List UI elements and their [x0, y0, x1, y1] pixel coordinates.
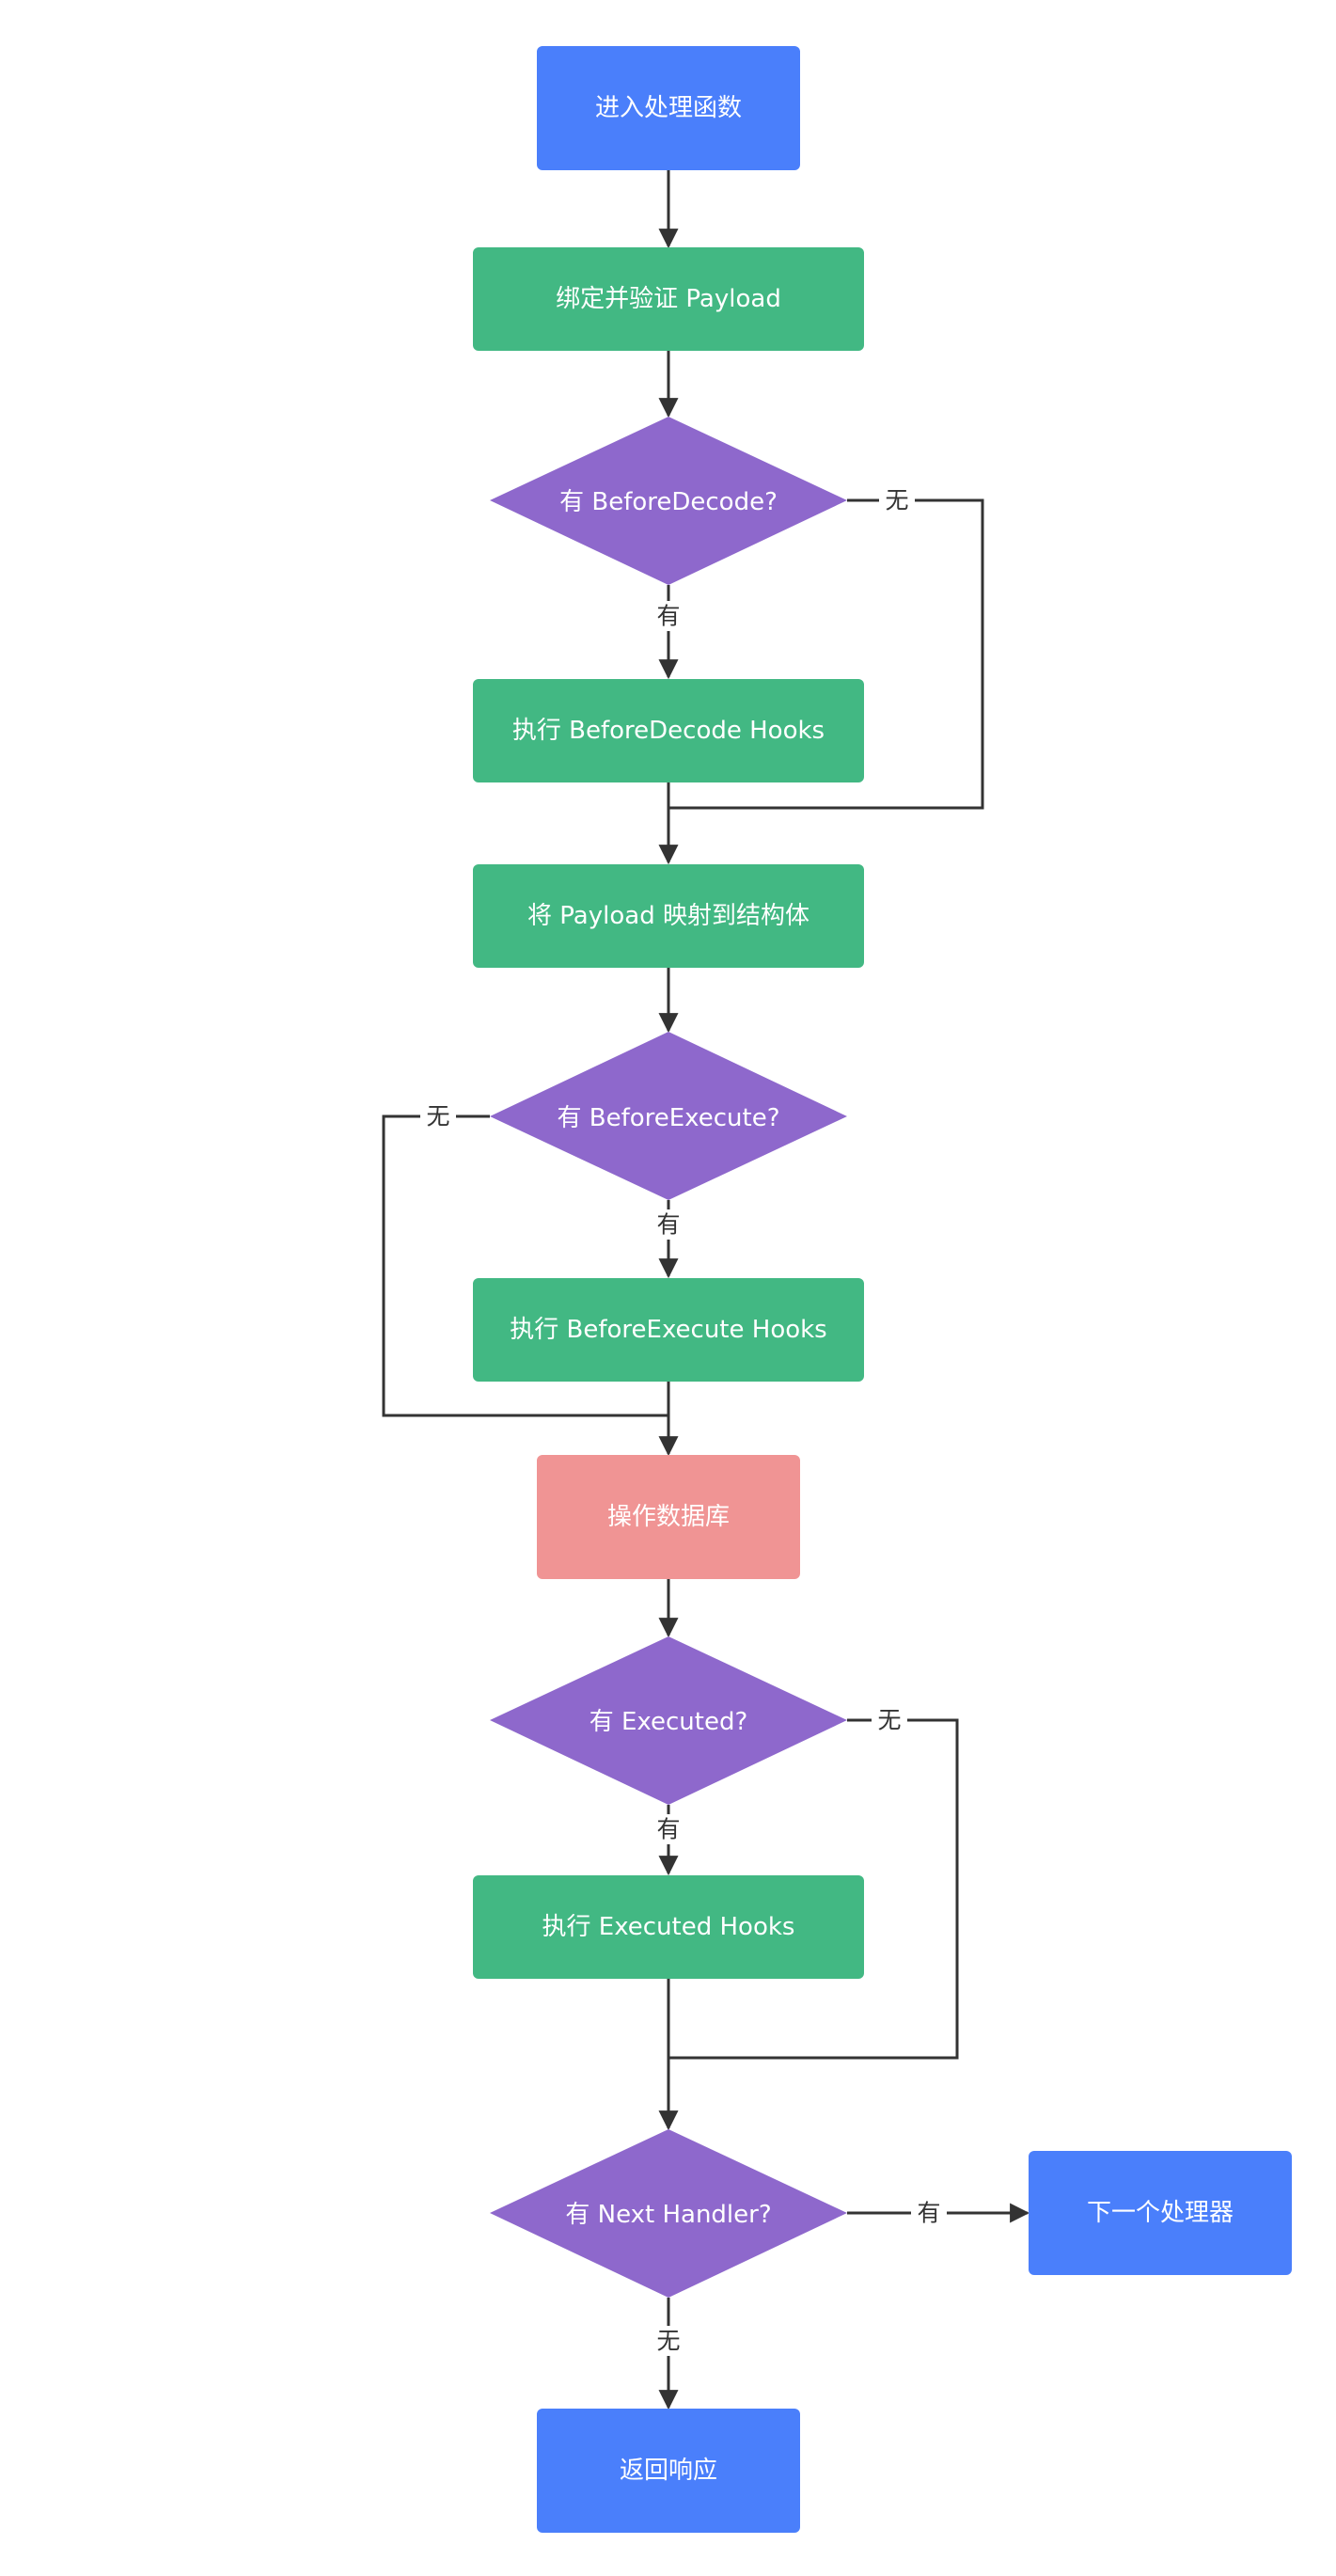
edge-label-before-decode-yes: 有 — [656, 603, 680, 630]
node-next-handler-label: 下一个处理器 — [1087, 2199, 1234, 2227]
edge-label-next-handler-no: 无 — [656, 2328, 680, 2355]
node-map-payload: 将 Payload 映射到结构体 — [473, 864, 864, 968]
node-bind-validate-label: 绑定并验证 Payload — [556, 285, 781, 313]
decision-before-execute-label: 有 BeforeExecute? — [557, 1104, 779, 1132]
node-db-operation: 操作数据库 — [537, 1455, 800, 1579]
edge-label-next-handler-yes: 有 — [917, 2200, 940, 2227]
decision-executed-label: 有 Executed? — [589, 1708, 748, 1736]
node-map-payload-label: 将 Payload 映射到结构体 — [527, 902, 809, 930]
node-next-handler: 下一个处理器 — [1029, 2151, 1292, 2275]
edge-label-executed-yes: 有 — [656, 1816, 680, 1843]
node-enter-handler: 进入处理函数 — [537, 46, 800, 170]
node-bind-validate: 绑定并验证 Payload — [473, 247, 864, 351]
node-db-operation-label: 操作数据库 — [607, 1503, 730, 1531]
edge-label-executed-no: 无 — [877, 1707, 901, 1734]
edge-label-before-execute-no: 无 — [426, 1103, 449, 1130]
decision-before-execute: 有 BeforeExecute? — [490, 1032, 847, 1200]
node-run-before-decode: 执行 BeforeDecode Hooks — [473, 679, 864, 782]
decision-before-decode-label: 有 BeforeDecode? — [559, 488, 778, 516]
node-enter-handler-label: 进入处理函数 — [595, 94, 742, 122]
node-run-executed: 执行 Executed Hooks — [473, 1875, 864, 1979]
node-run-before-execute: 执行 BeforeExecute Hooks — [473, 1278, 864, 1382]
decision-executed: 有 Executed? — [490, 1636, 847, 1805]
nodes: 进入处理函数 绑定并验证 Payload 有 BeforeDecode? 执行 … — [473, 46, 1292, 2533]
node-run-executed-label: 执行 Executed Hooks — [542, 1913, 795, 1941]
node-return-response-label: 返回响应 — [620, 2457, 717, 2485]
decision-next-handler: 有 Next Handler? — [490, 2129, 847, 2298]
node-return-response: 返回响应 — [537, 2409, 800, 2533]
decision-before-decode: 有 BeforeDecode? — [490, 417, 847, 585]
node-run-before-execute-label: 执行 BeforeExecute Hooks — [510, 1316, 826, 1344]
edge-label-before-decode-no: 无 — [885, 487, 908, 514]
edge-label-before-execute-yes: 有 — [656, 1211, 680, 1239]
edge-labels: 无 有 无 有 无 有 有 无 — [420, 485, 947, 2356]
node-run-before-decode-label: 执行 BeforeDecode Hooks — [512, 717, 825, 745]
decision-next-handler-label: 有 Next Handler? — [565, 2201, 771, 2229]
